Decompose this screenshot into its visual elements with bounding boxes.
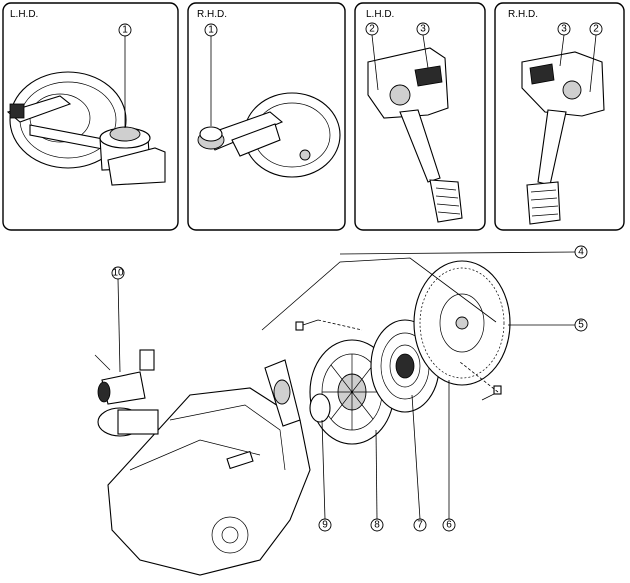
panel-2-side-label: R.H.D. — [197, 9, 227, 20]
callout-5: 5 — [578, 320, 584, 331]
panel-3-side-label: L.H.D. — [366, 9, 394, 20]
callout-2-rhd: 2 — [593, 24, 599, 35]
callout-6: 6 — [446, 520, 452, 531]
callout-1-rhd: 1 — [208, 25, 214, 36]
callout-3-rhd: 3 — [561, 24, 567, 35]
exploded-view: 10 4 — [94, 245, 588, 576]
callout-9: 9 — [322, 520, 328, 531]
panel-rhd-pedal: R.H.D. 3 2 — [494, 2, 625, 231]
callout-1: 1 — [122, 25, 128, 36]
panel-lhd-pedal: L.H.D. 2 3 — [354, 2, 486, 231]
callout-3-lhd: 3 — [420, 24, 426, 35]
callout-8: 8 — [374, 520, 380, 531]
callout-10: 10 — [112, 268, 124, 279]
callout-4: 4 — [578, 247, 584, 258]
upper-bolt — [295, 319, 319, 331]
panel-rhd-reservoir: R.H.D. 1 — [187, 2, 346, 231]
panel-1-side-label: L.H.D. — [10, 9, 38, 20]
panel-lhd-reservoir: L.H.D. 1 — [2, 2, 179, 231]
lower-bolt — [481, 385, 502, 401]
callout-7: 7 — [417, 520, 423, 531]
panel-4-side-label: R.H.D. — [508, 9, 538, 20]
callout-2-lhd: 2 — [369, 24, 375, 35]
